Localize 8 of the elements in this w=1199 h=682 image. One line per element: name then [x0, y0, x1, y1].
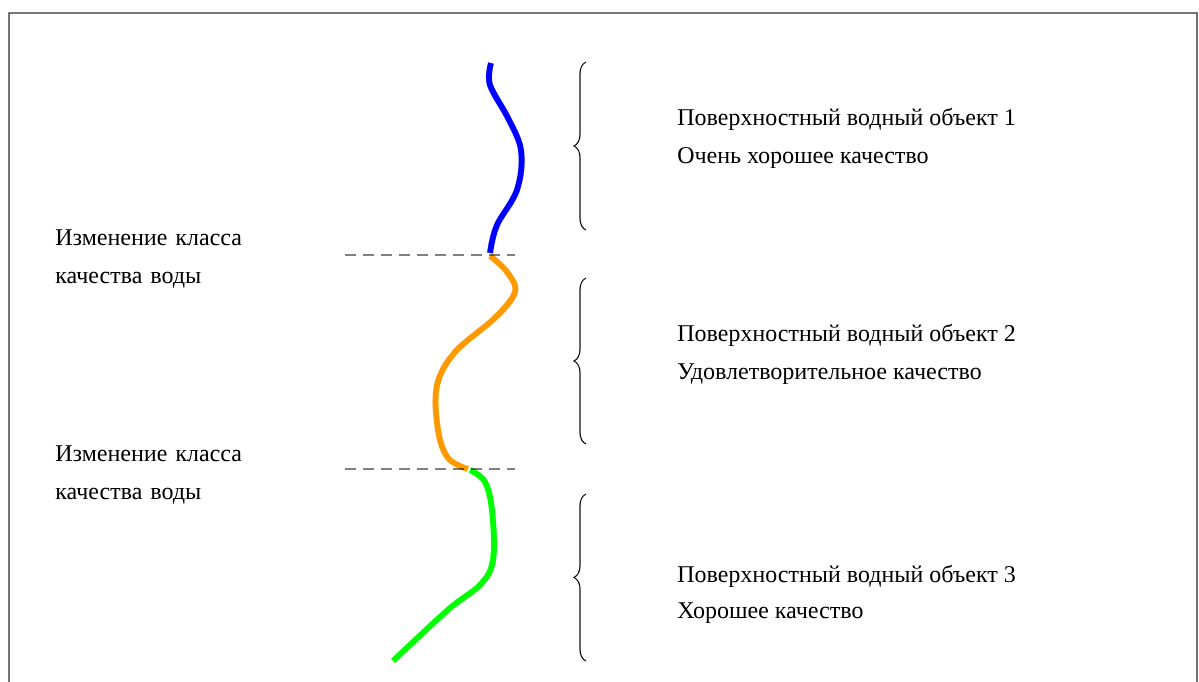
section-label: Поверхностный водный объект 2: [677, 323, 1015, 347]
section-label: Поверхностный водный объект 1: [677, 107, 1015, 131]
annotation: Изменение класса качества воды: [55, 229, 242, 288]
section-label: Очень хорошее качество: [678, 147, 928, 169]
section-label: Хорошее качество: [677, 602, 863, 624]
annotation: Изменение класса качества воды: [55, 445, 242, 504]
section-label: Удовлетворительное качество: [678, 363, 981, 385]
section-label: Поверхностный водный объект 3: [677, 564, 1015, 588]
